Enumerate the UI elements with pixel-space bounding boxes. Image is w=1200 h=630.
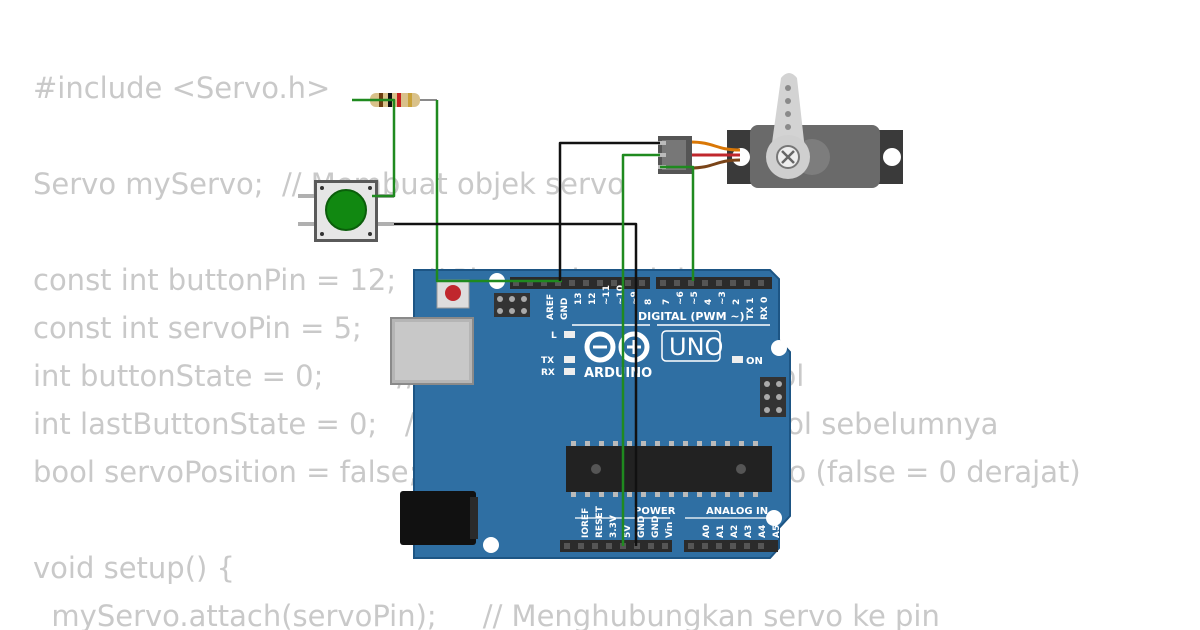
wire-resistor-gnd[interactable] — [435, 100, 562, 283]
led-l-label: L — [551, 331, 557, 341]
pin-label: A4 — [758, 525, 768, 538]
pin-label: ~11 — [602, 285, 612, 305]
pin-label: ~10 — [616, 285, 626, 305]
led-tx-label: TX — [541, 356, 554, 366]
pin-label: 3.3V — [609, 515, 619, 538]
arduino-logo — [584, 331, 650, 363]
digital-label: DIGITAL (PWM ~) — [638, 310, 745, 323]
pin-label: RX 0 — [760, 297, 770, 320]
pin-label: 2 — [732, 299, 742, 305]
pin-label: ~5 — [690, 291, 700, 305]
code-line: Servo myServo; // Membuat objek servo — [33, 167, 625, 201]
wire-servo-vcc[interactable] — [621, 153, 660, 546]
pin-label: 12 — [588, 292, 598, 305]
icsp-right — [760, 377, 786, 417]
wire-button-5v[interactable] — [394, 222, 638, 546]
usb-connector — [390, 317, 474, 385]
servo-motor[interactable] — [727, 73, 903, 188]
pin-label: A0 — [702, 525, 712, 538]
pin-label: GND — [560, 298, 570, 320]
power-jack — [400, 491, 478, 545]
code-line: #include <Servo.h> — [33, 71, 331, 105]
pin-label: A1 — [716, 525, 726, 538]
led-rx-label: RX — [541, 368, 555, 378]
mounting-hole — [771, 340, 787, 356]
pin-label: Vin — [665, 522, 675, 538]
mounting-hole — [483, 537, 499, 553]
reset-button[interactable] — [436, 279, 470, 309]
servo-cable — [689, 140, 741, 170]
analog-label: ANALOG IN — [706, 506, 768, 517]
pin-label: RESET — [595, 505, 605, 538]
wire-servo-gnd[interactable] — [558, 141, 660, 281]
power-header — [560, 540, 672, 552]
uno-badge — [661, 330, 721, 362]
pin-label: GND — [637, 516, 647, 538]
pin-label: A3 — [744, 525, 754, 538]
pin-label: 8 — [644, 299, 654, 305]
pin-label: A5 — [772, 525, 782, 538]
pin-label: GND — [651, 516, 661, 538]
power-label: POWER — [634, 506, 676, 517]
pin-label: ~3 — [718, 291, 728, 305]
code-line: void setup() { — [33, 551, 235, 585]
brand-label: ARDUINO — [584, 366, 652, 381]
model-label: UNO — [669, 333, 723, 361]
pin-label: TX 1 — [746, 298, 756, 320]
pin-label: 7 — [662, 299, 672, 305]
servo-connector — [658, 136, 692, 174]
pin-label: 4 — [704, 299, 714, 305]
wire-resistor-button[interactable] — [352, 98, 396, 198]
icsp-header — [494, 293, 530, 317]
pin-label: IOREF — [581, 508, 591, 538]
pin-label: A2 — [730, 525, 740, 538]
pin-label: 13 — [574, 292, 584, 305]
code-line: myServo.attach(servoPin); // Menghubungk… — [33, 599, 940, 630]
led-indicators: L TX RX ON — [541, 331, 763, 378]
push-button[interactable] — [298, 180, 394, 242]
pin-label: AREF — [546, 294, 556, 320]
pin-label: ~6 — [676, 291, 686, 305]
wire-servo-signal[interactable] — [660, 165, 695, 281]
arduino-uno-board[interactable]: AREF GND 13 12 ~11 ~10 ~9 8 7 ~6 ~5 4 ~3… — [390, 269, 791, 559]
on-label: ON — [746, 356, 763, 367]
digital-header-right — [656, 277, 772, 289]
pin-label: 5V — [623, 525, 633, 538]
microcontroller-chip — [566, 441, 772, 497]
